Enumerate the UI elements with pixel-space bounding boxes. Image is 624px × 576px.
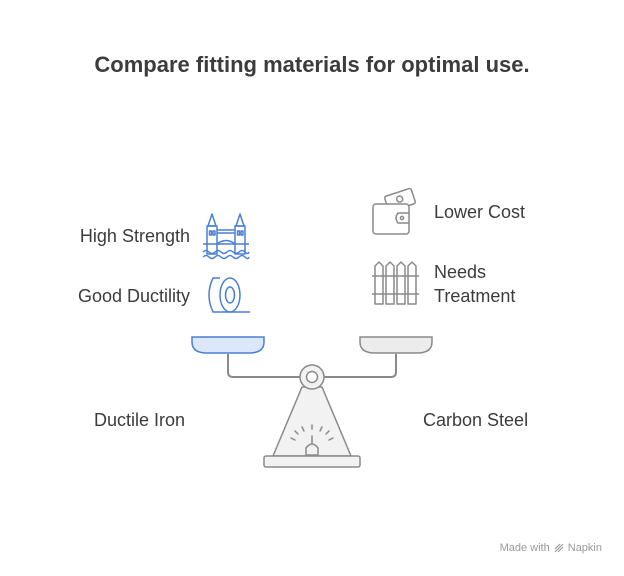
wallet-icon [372,187,417,235]
credit-prefix: Made with [499,542,550,554]
tape-roll-icon [208,277,250,313]
gauge-icon [290,424,334,456]
feature-label-good-ductility: Good Ductility [77,286,190,306]
scale-pivot [299,364,325,390]
material-label-carbon-steel: Carbon Steel [423,410,529,430]
material-label-ductile-iron: Ductile Iron [94,410,186,430]
napkin-credit: Made with Napkin [500,542,602,554]
napkin-logo-icon [554,543,564,553]
credit-brand: Napkin [567,542,602,554]
tower-bridge-icon [202,213,250,260]
left-scale-pan [191,336,265,354]
feature-label-needs: Needs [434,262,487,282]
right-scale-pan [359,336,433,354]
page-title: Compare fitting materials for optimal us… [94,52,530,77]
feature-label-high-strength: High Strength [79,226,190,246]
scale-beam [227,354,397,378]
feature-label-lower-cost: Lower Cost [434,202,526,222]
feature-label-treatment: Treatment [434,286,516,306]
fence-icon [372,261,419,305]
